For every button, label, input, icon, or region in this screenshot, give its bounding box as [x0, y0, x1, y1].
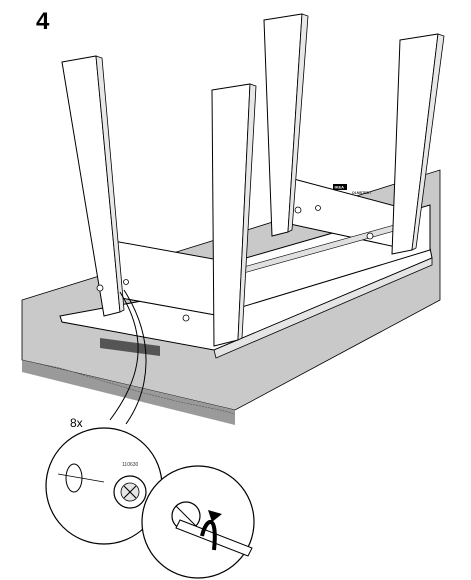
svg-text:IKEA: IKEA — [335, 185, 345, 190]
leg-front-right — [211, 83, 257, 347]
detail-circle-screwdriver — [141, 465, 255, 579]
svg-text:OLMSTEDT: OLMSTEDT — [352, 191, 372, 195]
leg-back-left — [263, 13, 309, 237]
cam-lock-icon — [113, 475, 147, 509]
rotate-arrow-icon — [200, 510, 222, 551]
step-number: 4 — [36, 8, 50, 35]
leg-back-right — [391, 33, 445, 255]
product-label: IKEA OLMSTEDT — [333, 184, 372, 195]
callout-leader — [109, 289, 147, 425]
detail-circle-cam-lock: 110630 — [45, 427, 163, 545]
leg-front-left — [61, 55, 125, 317]
quantity-label: 8x — [70, 416, 83, 430]
part-code: 110630 — [122, 462, 139, 468]
cam-lock-holes — [96, 205, 374, 322]
